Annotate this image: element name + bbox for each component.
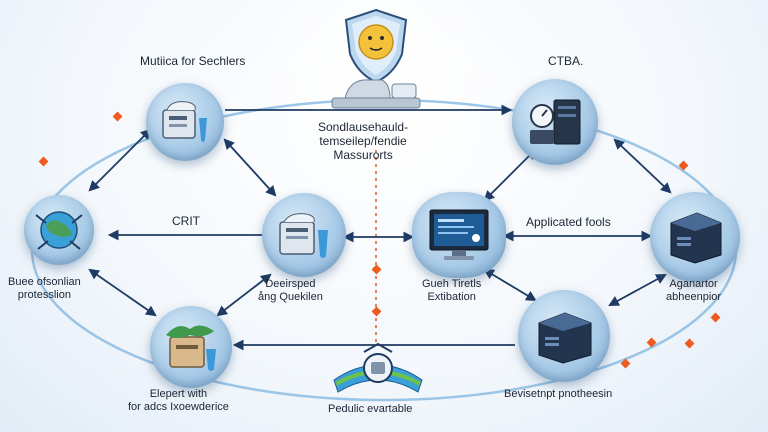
monitor-icon bbox=[429, 209, 489, 260]
plant-server-icon bbox=[166, 325, 216, 371]
server-block-icon bbox=[538, 312, 592, 364]
label-top-right: CTBA. bbox=[548, 54, 584, 68]
node-center-right[interactable] bbox=[412, 192, 506, 278]
node-top-left[interactable] bbox=[146, 83, 224, 161]
label-right-node: Aganartor abheenpior bbox=[666, 278, 721, 304]
label-center-right-line-2: Extibation bbox=[427, 291, 476, 303]
label-right-node-line-2: abheenpior bbox=[666, 291, 722, 303]
label-left-mid: CRIT bbox=[172, 214, 200, 228]
node-left[interactable] bbox=[24, 195, 94, 265]
server-rack-gauge-icon bbox=[530, 99, 581, 145]
globe-network-icon bbox=[35, 211, 83, 250]
arrow-topleft-left bbox=[88, 128, 152, 192]
arrow-centerleft-bottomleft bbox=[216, 273, 272, 317]
label-center-top: Sondlausehauld- temseilep/fendie Massuro… bbox=[318, 120, 408, 162]
node-bottom-right[interactable] bbox=[518, 290, 610, 382]
label-center-right: Gueh Tiretls Extibation bbox=[422, 278, 481, 304]
label-right-node-line-1: Aganartor bbox=[669, 278, 718, 290]
label-bottom-left-line-2: for adcs Ixoewderice bbox=[128, 401, 229, 413]
label-bottom-left: Elepert with for adcs Ixoewderice bbox=[128, 388, 229, 414]
label-left-node-line-2: protesslion bbox=[17, 289, 71, 301]
arrow-topright-centerright bbox=[483, 148, 537, 202]
label-left-node: Buee ofsonlian protesslion bbox=[8, 276, 81, 302]
arrow-left-bottomleft bbox=[88, 268, 157, 317]
label-right-mid: Applicated fools bbox=[526, 215, 611, 229]
badge-icon bbox=[333, 342, 423, 393]
label-bottom-left-line-1: Elepert with bbox=[149, 388, 208, 400]
server-flask-icon bbox=[279, 213, 328, 258]
label-center-left-line-1: Deeirsped bbox=[265, 278, 316, 290]
arrow-topright-right bbox=[613, 138, 672, 194]
node-center-left[interactable] bbox=[262, 193, 346, 277]
label-center-left: Deeirsped ång Quekilen bbox=[258, 278, 323, 304]
label-center-top-line-3: Massurorts bbox=[333, 148, 393, 162]
label-center-right-line-1: Gueh Tiretls bbox=[422, 278, 482, 290]
label-top-left: Mutiica for Sechlers bbox=[140, 54, 246, 68]
server-block-icon bbox=[670, 212, 722, 264]
face-shield-icon bbox=[336, 8, 416, 90]
server-cooler-icon bbox=[162, 101, 207, 142]
label-bottom-right: Bevisetnpt pnotheesin bbox=[504, 388, 613, 400]
label-center-left-line-2: ång Quekilen bbox=[258, 291, 323, 303]
node-top-right[interactable] bbox=[512, 79, 598, 165]
label-center-top-line-1: Sondlausehauld- bbox=[318, 120, 409, 134]
label-center-top-line-2: temseilep/fendie bbox=[319, 134, 407, 148]
arrow-topleft-centerleft bbox=[223, 138, 277, 197]
arrow-right-bottomright bbox=[608, 273, 667, 307]
arrow-centerright-bottomright bbox=[483, 268, 537, 302]
node-bottom-left[interactable] bbox=[150, 306, 232, 388]
label-left-node-line-1: Buee ofsonlian bbox=[8, 276, 81, 288]
workstation-icon bbox=[331, 79, 421, 109]
node-right[interactable] bbox=[650, 192, 740, 282]
label-bottom-center: Pedulic evartable bbox=[328, 403, 413, 415]
